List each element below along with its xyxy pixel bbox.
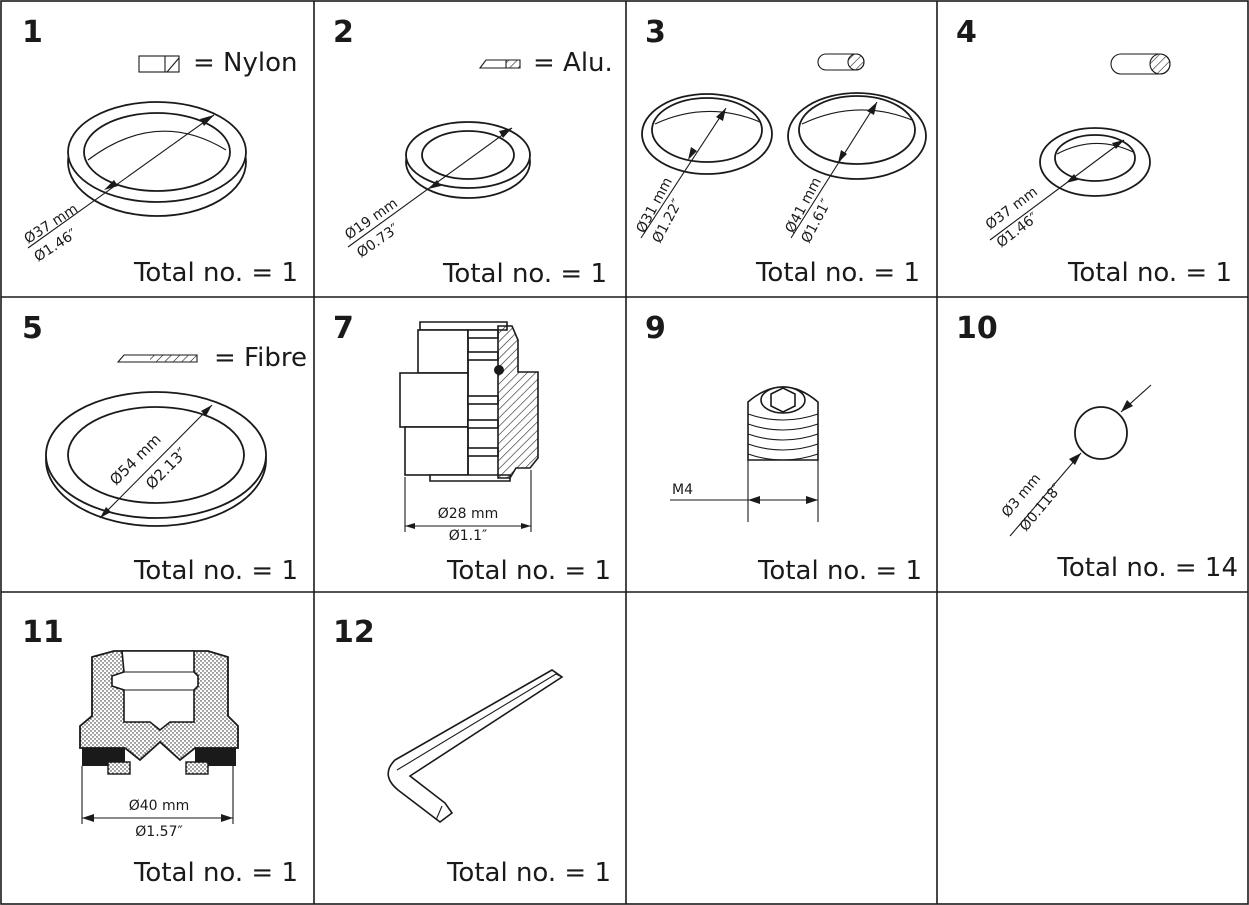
gasket-ring bbox=[67, 101, 247, 217]
oring-large bbox=[787, 92, 927, 180]
dimension-mm: Ø28 mm bbox=[438, 506, 499, 522]
nylon-section-icon bbox=[138, 55, 180, 73]
total-count: Total no. = 1 bbox=[133, 556, 298, 586]
total-count: Total no. = 1 bbox=[133, 258, 298, 288]
cell-1: 1 = Nylon Ø37 mm Ø1.46″ Total no. = 1 bbox=[21, 15, 298, 288]
cell-number: 4 bbox=[956, 15, 977, 50]
cell-number: 2 bbox=[333, 15, 354, 50]
thread-label: M4 bbox=[672, 482, 693, 498]
cell-number: 12 bbox=[333, 615, 375, 650]
cell-number: 1 bbox=[22, 15, 43, 50]
dimension-mm: Ø40 mm bbox=[129, 798, 190, 814]
cell-number: 10 bbox=[956, 311, 998, 346]
cell-4: 4 Ø37 mm Ø1.46″ Total no. = 1 bbox=[956, 15, 1232, 288]
oring-small bbox=[641, 93, 773, 175]
total-count: Total no. = 14 bbox=[1056, 553, 1238, 583]
cell-5: 5 = Fibre Ø54 mm Ø2.13″ Total no. = 1 bbox=[22, 311, 307, 586]
cell-7: 7 Ø28 mm Ø1.1″ Total no. bbox=[333, 311, 611, 586]
cell-number: 9 bbox=[645, 311, 666, 346]
total-count: Total no. = 1 bbox=[133, 858, 298, 888]
oring-section-icon bbox=[1110, 53, 1171, 75]
material-label: = Nylon bbox=[193, 48, 298, 78]
total-count: Total no. = 1 bbox=[1067, 258, 1232, 288]
cell-number: 7 bbox=[333, 311, 354, 346]
cell-12: 12 Total no. = 1 bbox=[333, 615, 611, 888]
cell-number: 11 bbox=[22, 615, 64, 650]
oring-section-icon bbox=[817, 53, 865, 71]
dimension-inch: Ø1.1″ bbox=[449, 528, 488, 544]
cell-3: 3 Ø31 mm Ø1.22″ Ø41 mm Ø1.61″ bbox=[633, 15, 927, 288]
total-count: Total no. = 1 bbox=[442, 259, 607, 289]
alu-section-icon bbox=[478, 59, 521, 69]
fibre-section-icon bbox=[116, 354, 198, 363]
cell-number: 3 bbox=[645, 15, 666, 50]
total-count: Total no. = 1 bbox=[446, 556, 611, 586]
material-label: = Alu. bbox=[533, 48, 613, 78]
cell-2: 2 = Alu. Ø19 mm Ø0.73″ Total no. = 1 bbox=[333, 15, 613, 289]
ball: Ø3 mm Ø0.118″ bbox=[999, 384, 1152, 537]
cell-9: 9 M4 Total no. = 1 bbox=[645, 311, 922, 586]
total-count: Total no. = 1 bbox=[755, 258, 920, 288]
cell-11: 11 Ø40 mm Ø1.57″ Total no. = 1 bbox=[22, 615, 298, 888]
total-count: Total no. = 1 bbox=[446, 858, 611, 888]
material-label: = Fibre bbox=[214, 343, 307, 373]
cell-10: 10 Ø3 mm Ø0.118″ Total no. = 14 bbox=[956, 311, 1238, 583]
dimension-inch: Ø1.57″ bbox=[135, 824, 182, 840]
cell-number: 5 bbox=[22, 311, 43, 346]
set-screw bbox=[670, 386, 819, 522]
valve-seat-section bbox=[79, 650, 239, 824]
total-count: Total no. = 1 bbox=[757, 556, 922, 586]
hex-key-icon bbox=[387, 669, 564, 824]
valve-insert-section bbox=[399, 321, 539, 532]
fibre-gasket bbox=[45, 391, 267, 527]
